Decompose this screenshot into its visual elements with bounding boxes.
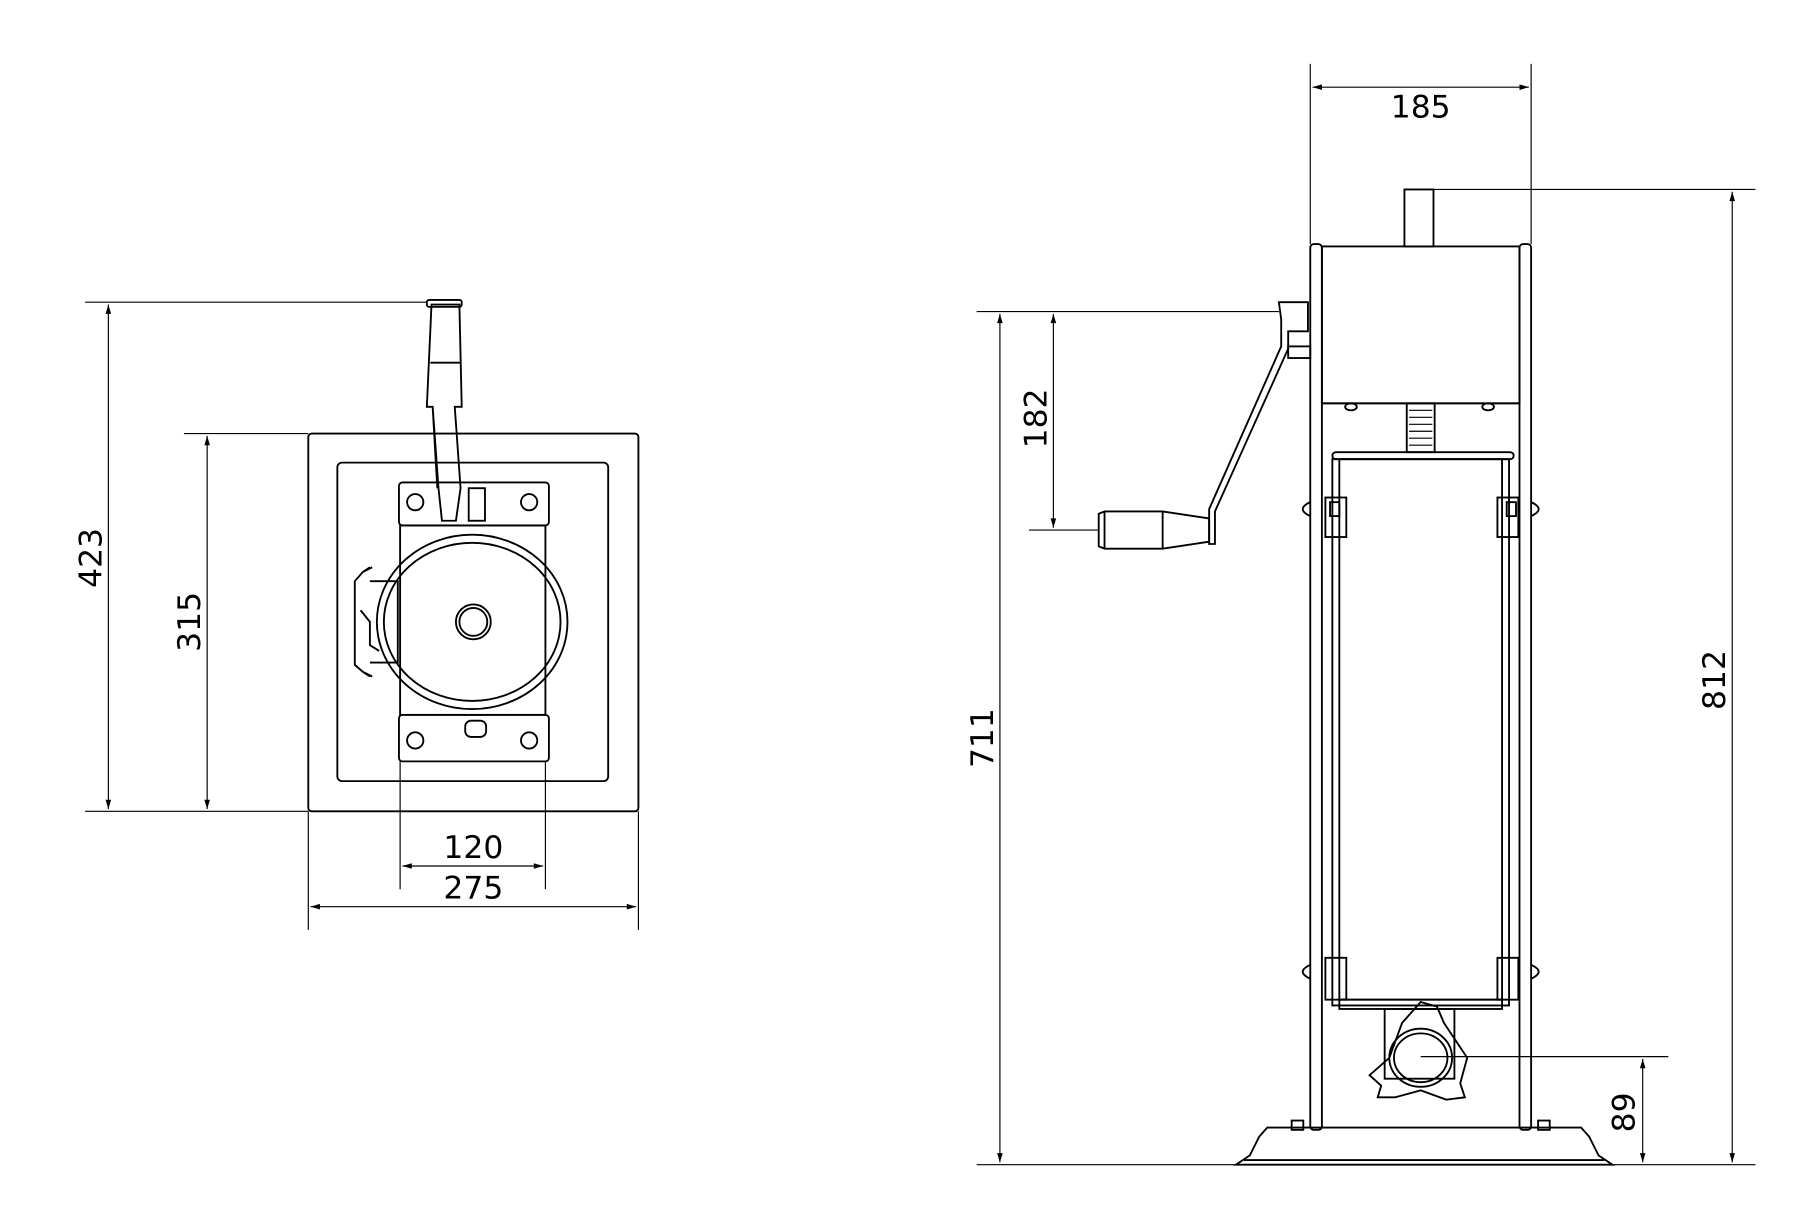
foot-bolt: [1537, 1119, 1551, 1131]
outlet-nub: [464, 719, 488, 738]
frame-post-left: [1309, 243, 1323, 1131]
bolt-hole: [520, 731, 539, 750]
outlet-housing: [1383, 1008, 1456, 1080]
dim-label-315: 315: [172, 592, 208, 652]
suction-ring: [375, 533, 569, 710]
crank-handle: [425, 303, 463, 522]
bolt-hole: [520, 493, 539, 512]
dim-label-711: 711: [965, 708, 1001, 768]
suction-base: [1232, 1126, 1616, 1166]
piston-rod: [454, 603, 492, 641]
gear-box: [1320, 245, 1521, 405]
crank-hub: [1287, 345, 1312, 359]
handle-cap: [425, 298, 463, 308]
cylinder: [1331, 458, 1510, 1007]
dim-label-812: 812: [1697, 650, 1733, 710]
dim-label-275: 275: [443, 871, 503, 907]
top-shaft: [1403, 188, 1435, 248]
base-plate-outer: [307, 432, 640, 813]
crank-arm: [1208, 301, 1309, 545]
crank-handle-side: [1097, 510, 1211, 550]
dim-label-120: 120: [443, 830, 503, 866]
cylinder-inner: [1338, 458, 1503, 1001]
cylinder-clips: [1301, 496, 1540, 1001]
top-view: 423 315 120 275: [73, 298, 640, 930]
piston-rod-inner: [458, 607, 489, 637]
bottom-mounting-plate: [398, 713, 550, 763]
side-view: 185 182 711 812 89: [965, 63, 1756, 1166]
dim-label-182: 182: [1018, 389, 1054, 449]
suction-ring-inner: [382, 541, 562, 702]
gear-shaft: [467, 487, 486, 522]
dim-label-423: 423: [73, 528, 109, 588]
cylinder-body: [399, 524, 547, 716]
base-plate-inner: [336, 461, 610, 783]
dim-label-89: 89: [1607, 1092, 1643, 1132]
suction-lever: [353, 566, 399, 678]
dim-label-185: 185: [1391, 89, 1451, 125]
piston-plate: [1331, 451, 1515, 461]
bolt-hole: [406, 731, 425, 750]
frame-post-right: [1518, 243, 1533, 1131]
outlet-nut: [1368, 1000, 1469, 1101]
outlet-ring: [1388, 1027, 1454, 1088]
bolt-hole: [406, 493, 425, 512]
foot-bolt: [1290, 1119, 1305, 1131]
